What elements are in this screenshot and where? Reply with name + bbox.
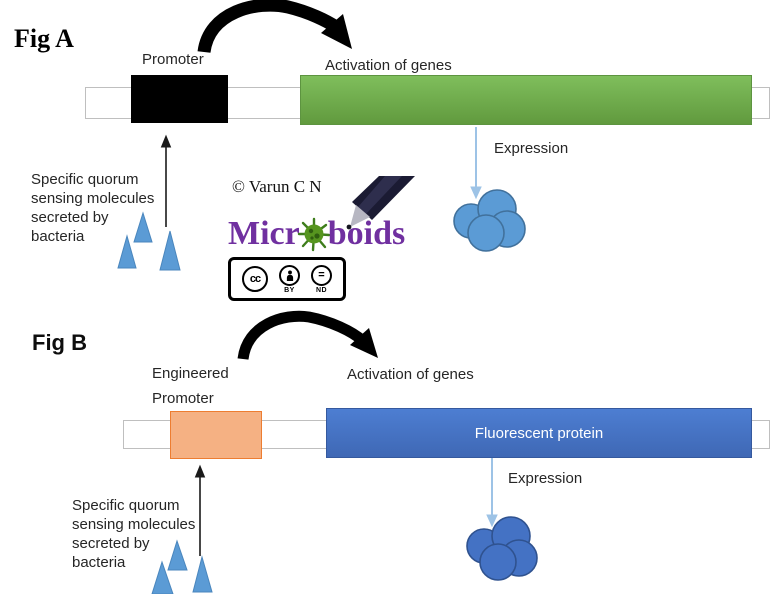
expression-label-a: Expression [494,140,569,157]
activated-gene-box-a [300,75,752,125]
logo-text-left: Micr [228,215,300,252]
promoter-box-a [131,75,228,123]
fig-a-title: Fig A [14,24,74,53]
copyright-text: © Varun C N [232,177,322,196]
engineered-promoter-box [170,411,262,459]
microboids-logo: Micr boids [228,215,405,253]
expression-label-b: Expression [508,470,583,487]
expressed-protein-cluster-a [453,189,526,252]
expression-arrow-a [470,127,482,200]
activation-label-a: Activation of genes [325,57,452,74]
logo-text-right: boids [327,215,406,252]
expression-arrow-b [486,458,498,528]
fluorescent-protein-label: Fluorescent protein [474,424,604,442]
cc-by-label: BY [284,286,295,294]
microbe-icon [297,217,330,252]
quorum-text-b: Specific quorum sensing molecules secret… [72,497,196,571]
cc-nd-label: ND [315,286,328,294]
activation-arc-arrow-b [237,310,378,361]
promoter-label-b: Engineered Promoter [152,365,229,407]
attribution-person-icon [279,264,300,286]
no-derivatives-icon: = [311,264,332,286]
cc-nd-group: = ND [311,264,332,294]
fig-b-title: Fig B [32,330,87,355]
activation-label-b: Activation of genes [347,366,474,383]
expressed-protein-cluster-b [466,516,538,581]
cc-license-badge: cc BY = ND [228,257,346,301]
quorum-text-a: Specific quorum sensing molecules secret… [31,171,155,245]
activation-arc-arrow-a [197,0,352,54]
cc-by-group: BY [279,264,300,294]
cc-icon: cc [242,266,268,292]
promoter-label-a: Promoter [142,51,204,68]
fluorescent-protein-box: Fluorescent protein [326,408,752,458]
